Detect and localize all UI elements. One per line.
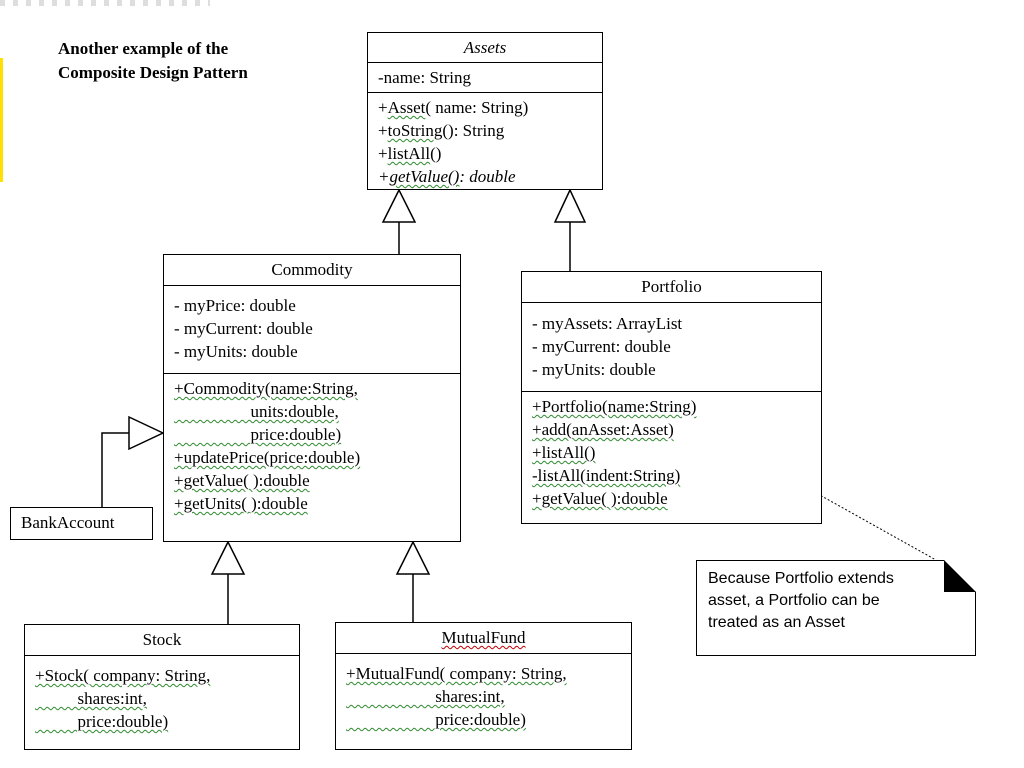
portfolio-class: Portfolio - myAssets: ArrayList - myCurr… (521, 271, 822, 524)
mutualfund-method: shares:int, (346, 687, 505, 706)
portfolio-attr: - myUnits: double (532, 360, 656, 379)
portfolio-methods: +Portfolio(name:String) +add(anAsset:Ass… (522, 392, 821, 513)
assets-methods: +Asset( name: String) +toString(): Strin… (368, 93, 602, 191)
diagram-heading: Another example of the Composite Design … (58, 37, 338, 85)
note-line-3: treated as an Asset (708, 614, 845, 631)
commodity-method: +updatePrice(price:double) (174, 448, 361, 467)
assets-class: Assets -name: String +Asset( name: Strin… (367, 32, 603, 190)
assets-method-listall: +listAll() (378, 144, 442, 163)
portfolio-attr: - myCurrent: double (532, 337, 671, 356)
assets-method-tostring: +toString(): String (378, 121, 505, 140)
commodity-method: +getUnits( ):double (174, 494, 308, 513)
portfolio-method: +add(anAsset:Asset) (532, 420, 674, 439)
assets-class-name: Assets (368, 33, 602, 63)
uml-note: Because Portfolio extends asset, a Portf… (696, 560, 976, 656)
stock-methods: +Stock( company: String, shares:int, pri… (25, 656, 299, 736)
portfolio-method: -listAll(indent:String) (532, 466, 681, 485)
assets-attributes: -name: String (368, 63, 602, 93)
bankaccount-class-name: BankAccount (21, 513, 115, 532)
stock-method: price:double) (35, 712, 169, 731)
top-edge-artifact (0, 0, 210, 6)
note-line-1: Because Portfolio extends (708, 570, 894, 587)
portfolio-method: +getValue( ):double (532, 489, 668, 508)
mutualfund-class: MutualFund +MutualFund( company: String,… (335, 622, 632, 750)
stock-class-name: Stock (25, 625, 299, 656)
portfolio-class-name: Portfolio (522, 272, 821, 303)
yellow-margin-bar (0, 58, 3, 182)
stock-method: +Stock( company: String, (35, 666, 211, 685)
mutualfund-class-name: MutualFund (336, 623, 631, 654)
generalization-arrow-portfolio (553, 188, 587, 223)
mutualfund-method: price:double) (346, 710, 526, 729)
portfolio-attributes: - myAssets: ArrayList - myCurrent: doubl… (522, 303, 821, 392)
assets-attr-name: -name: String (378, 68, 472, 87)
generalization-arrow-mutualfund (395, 540, 431, 575)
generalization-arrow-bankaccount (128, 415, 165, 451)
folded-corner-icon (944, 560, 976, 592)
generalization-arrow-commodity (381, 188, 417, 223)
commodity-attributes: - myPrice: double - myCurrent: double - … (164, 286, 460, 374)
stock-method: shares:int, (35, 689, 147, 708)
commodity-method: price:double) (174, 425, 342, 444)
commodity-attr: - myPrice: double (174, 296, 296, 315)
commodity-method: +getValue( ):double (174, 471, 310, 490)
commodity-class: Commodity - myPrice: double - myCurrent:… (163, 254, 461, 542)
heading-line-2: Composite Design Pattern (58, 63, 248, 82)
portfolio-attr: - myAssets: ArrayList (532, 314, 683, 333)
commodity-attr: - myCurrent: double (174, 319, 313, 338)
assets-method-getvalue: +getValue(): double (378, 167, 516, 186)
assets-method-constructor: +Asset( name: String) (378, 98, 529, 117)
mutualfund-methods: +MutualFund( company: String, shares:int… (336, 654, 631, 734)
generalization-arrow-stock (210, 540, 246, 575)
commodity-method: units:double, (174, 402, 339, 421)
portfolio-method: +Portfolio(name:String) (532, 397, 697, 416)
heading-line-1: Another example of the (58, 39, 229, 58)
commodity-method: +Commodity(name:String, (174, 379, 358, 398)
commodity-methods: +Commodity(name:String, units:double, pr… (164, 374, 460, 518)
note-line-2: asset, a Portfolio can be (708, 592, 880, 609)
commodity-attr: - myUnits: double (174, 342, 298, 361)
portfolio-method: +listAll() (532, 443, 596, 462)
bankaccount-class: BankAccount (10, 507, 153, 540)
mutualfund-method: +MutualFund( company: String, (346, 664, 567, 683)
commodity-class-name: Commodity (164, 255, 460, 286)
stock-class: Stock +Stock( company: String, shares:in… (24, 624, 300, 750)
